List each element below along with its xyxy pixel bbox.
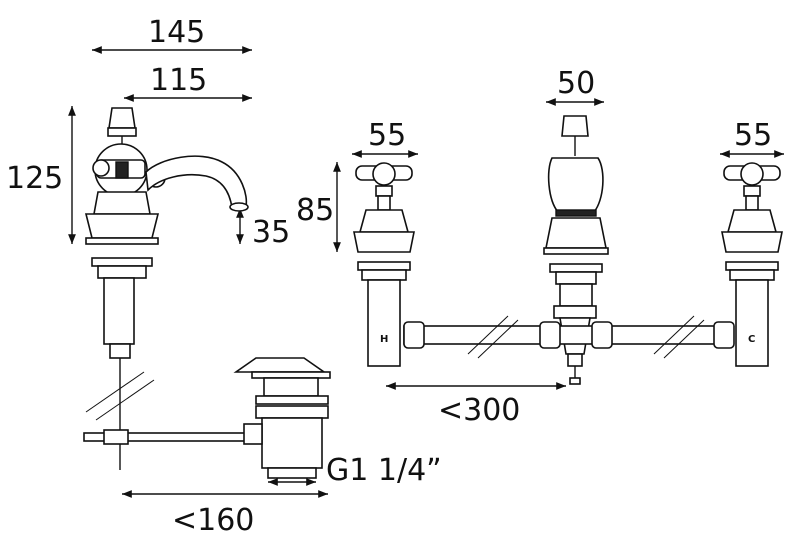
hot-shank xyxy=(367,279,401,367)
dim-125-label: 125 xyxy=(6,161,63,196)
tap-shank xyxy=(103,277,135,345)
spout-neck xyxy=(545,217,607,249)
dim-85-label: 85 xyxy=(296,193,334,228)
dim-160-label: <160 xyxy=(172,503,254,538)
cold-spindle-cap xyxy=(743,185,761,197)
hot-spindle xyxy=(377,195,391,211)
rod-clamp xyxy=(103,429,129,445)
pipe-break-1 xyxy=(467,315,509,355)
pipe-break-3 xyxy=(653,315,695,355)
waste-body xyxy=(261,417,323,469)
cold-fixing-nut xyxy=(729,269,775,281)
cold-handle-hub xyxy=(740,162,764,186)
spout-tee-top xyxy=(553,305,597,319)
popup-knob-collar xyxy=(107,127,137,137)
hot-spindle-cap xyxy=(375,185,393,197)
dim-35-label: 35 xyxy=(252,215,290,250)
break-line-1 xyxy=(85,371,145,413)
hot-valve: H xyxy=(353,162,415,367)
hot-fixing-washer xyxy=(357,261,411,271)
cold-shank xyxy=(735,279,769,367)
spout-rod-tip xyxy=(569,377,581,385)
pipe-nut-hot xyxy=(403,321,425,349)
spout-popup-knob xyxy=(561,115,589,137)
spout-fixing-washer xyxy=(549,263,603,273)
cold-spindle xyxy=(745,195,759,211)
pipe-break-2 xyxy=(477,319,519,359)
waste-tail xyxy=(267,467,317,479)
hot-valve-flange xyxy=(353,231,415,253)
dim-50-label: 50 xyxy=(557,66,595,101)
cold-fixing-washer xyxy=(725,261,779,271)
tap-shank-end xyxy=(109,343,131,359)
dim-thread-label: G1 1/4” xyxy=(326,453,442,488)
monobloc-tap: 145 115 125 35 xyxy=(6,15,442,538)
three-hole-tap-set: 85 55 50 55 H xyxy=(296,66,784,428)
cold-valve-shroud xyxy=(726,209,778,233)
cold-label: C xyxy=(748,334,755,345)
dim-300-label: <300 xyxy=(438,393,520,428)
hot-label: H xyxy=(380,334,388,345)
waste-plug-cap xyxy=(233,357,327,373)
pipe-nut-cold xyxy=(713,321,735,349)
pipe-nut-center-left xyxy=(539,321,561,349)
tap-neck xyxy=(93,191,151,215)
pipe-nut-center-right xyxy=(591,321,613,349)
spout-shank xyxy=(559,283,593,307)
fixing-nut xyxy=(97,265,147,279)
waste-plug-rim xyxy=(251,371,331,379)
popup-knob xyxy=(108,107,136,129)
handle-hub xyxy=(115,161,129,179)
spout-tee-end xyxy=(567,353,583,367)
hot-valve-shroud xyxy=(358,209,410,233)
dim-115-label: 115 xyxy=(150,63,207,98)
spout-outlet xyxy=(229,202,249,212)
waste-flange-washer xyxy=(255,395,329,405)
waste-nut xyxy=(255,405,329,419)
fixing-washer xyxy=(91,257,153,267)
spout-ring xyxy=(555,209,597,217)
hot-fixing-nut xyxy=(361,269,407,281)
cold-valve: C xyxy=(721,162,783,367)
tap-base-plate xyxy=(85,237,159,245)
spout-base-plate xyxy=(543,247,609,255)
spout-fixing-nut xyxy=(555,271,597,285)
cold-valve-flange xyxy=(721,231,783,253)
waste-plug-stem xyxy=(263,377,319,397)
connecting-pipe xyxy=(403,315,735,359)
hot-handle-hub xyxy=(372,162,396,186)
break-line-2 xyxy=(95,379,155,421)
dim-55-right-label: 55 xyxy=(734,118,772,153)
cross-handle-end-left xyxy=(92,159,110,177)
tap-base-flange xyxy=(84,213,160,239)
spout-body xyxy=(547,157,604,213)
waste-linkage-boss xyxy=(243,423,263,445)
dim-55-left-label: 55 xyxy=(368,118,406,153)
dim-145-label: 145 xyxy=(148,15,205,50)
pipe-break-4 xyxy=(663,319,705,359)
